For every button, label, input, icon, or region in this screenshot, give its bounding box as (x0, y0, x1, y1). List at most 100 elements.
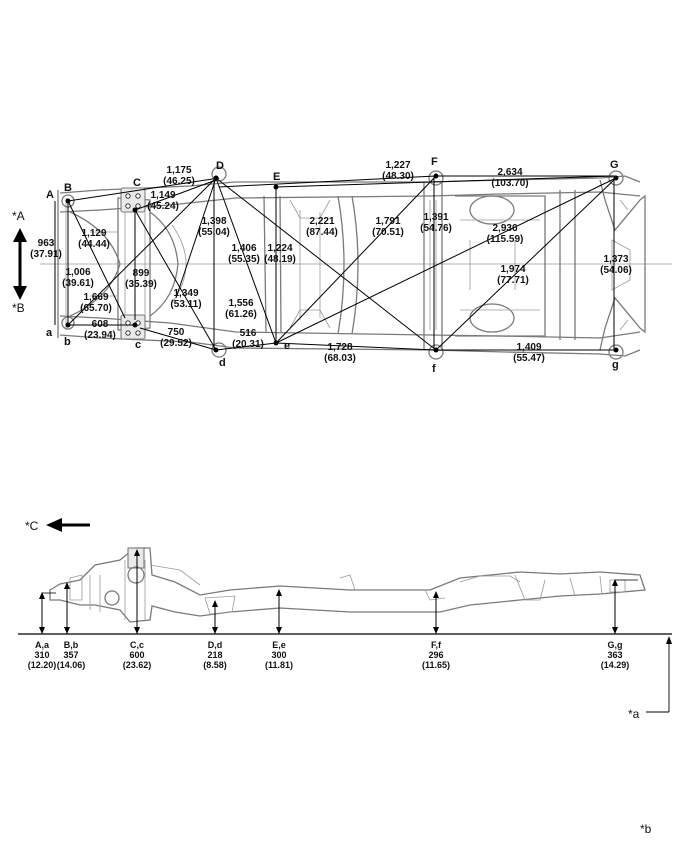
svg-text:(55.35): (55.35) (228, 254, 260, 265)
dim-1556: 1,556 (61.26) (225, 298, 257, 320)
svg-text:2,936: 2,936 (492, 223, 517, 234)
dim-1175: 1,175 (46.25) (163, 165, 195, 187)
dim-1224: 1,224 (48.19) (264, 243, 296, 265)
dim-1391: 1,391 (54.76) (420, 212, 452, 234)
svg-text:(55.47): (55.47) (513, 353, 545, 364)
svg-text:1,391: 1,391 (423, 212, 448, 223)
dim-1728: 1,728 (68.03) (324, 342, 356, 364)
svg-text:A,a: A,a (35, 640, 50, 650)
svg-text:(35.39): (35.39) (125, 279, 157, 290)
height-Dd: D,d 218 (8.58) (203, 640, 227, 670)
svg-text:1,728: 1,728 (327, 342, 352, 353)
legend-b-label: *b (640, 822, 652, 836)
dim-750: 750 (29.52) (160, 327, 192, 349)
svg-text:1,175: 1,175 (166, 165, 191, 176)
side-frame (49, 547, 646, 623)
svg-text:G,g: G,g (608, 640, 623, 650)
point-D-label: D (216, 160, 224, 172)
dim-1974: 1,974 (77.71) (497, 264, 529, 286)
svg-text:(115.59): (115.59) (487, 234, 524, 245)
svg-text:(37.91): (37.91) (30, 249, 62, 260)
legend-a-label: *a (628, 707, 640, 721)
point-f-label: f (432, 363, 436, 375)
height-Bb: B,b 357 (14.06) (57, 640, 86, 670)
svg-text:(87.44): (87.44) (306, 227, 338, 238)
svg-text:(39.61): (39.61) (62, 278, 94, 289)
dim-1669: 1,669 (65.70) (80, 292, 112, 314)
dim-1006: 1,006 (39.61) (62, 267, 94, 289)
svg-text:(48.30): (48.30) (382, 171, 414, 182)
measurement-points (65, 173, 619, 353)
dim-608: 608 (23.94) (84, 319, 116, 341)
svg-text:1,398: 1,398 (201, 216, 226, 227)
point-labels: A B C D E F G a b c d e f g (46, 156, 619, 375)
dim-1349: 1,349 (53.11) (170, 288, 201, 310)
svg-text:1,406: 1,406 (231, 243, 256, 254)
svg-text:1,006: 1,006 (65, 267, 90, 278)
point-a-label: a (46, 327, 53, 339)
dim-1227: 1,227 (48.30) (382, 160, 414, 182)
point-b-label: b (64, 336, 71, 348)
svg-text:(48.19): (48.19) (264, 254, 296, 265)
dim-899: 899 (35.39) (125, 268, 157, 290)
height-Gg: G,g 363 (14.29) (601, 640, 630, 670)
svg-text:1,129: 1,129 (81, 228, 106, 239)
height-Cc: C,c 600 (23.62) (123, 640, 152, 670)
dim-1791: 1,791 (70.51) (372, 216, 404, 238)
svg-text:(45.24): (45.24) (147, 201, 179, 212)
svg-text:600: 600 (129, 650, 144, 660)
svg-text:(23.94): (23.94) (84, 330, 116, 341)
dim-1409: 1,409 (55.47) (513, 342, 545, 364)
measurement-lines (54, 175, 617, 351)
point-F-label: F (431, 156, 438, 168)
svg-text:(11.81): (11.81) (265, 660, 293, 670)
svg-text:1,791: 1,791 (375, 216, 400, 227)
svg-text:1,409: 1,409 (516, 342, 541, 353)
legend-B-label: *B (12, 301, 25, 315)
legend-C-label: *C (25, 519, 39, 533)
svg-text:1,227: 1,227 (385, 160, 410, 171)
svg-text:516: 516 (240, 328, 257, 339)
height-Ee: E,e 300 (11.81) (265, 640, 293, 670)
svg-text:296: 296 (428, 650, 443, 660)
point-e-label: e (284, 340, 290, 352)
dim-2634: 2,634 (103.70) (491, 167, 528, 189)
svg-text:(54.06): (54.06) (600, 265, 632, 276)
svg-text:(14.06): (14.06) (57, 660, 86, 670)
point-B-label: B (64, 182, 72, 194)
svg-text:963: 963 (38, 238, 55, 249)
svg-text:310: 310 (34, 650, 49, 660)
svg-text:(54.76): (54.76) (420, 223, 452, 234)
dim-1406: 1,406 (55.35) (228, 243, 260, 265)
point-d-label: d (219, 357, 226, 369)
svg-text:(14.29): (14.29) (601, 660, 630, 670)
svg-text:(46.25): (46.25) (163, 176, 195, 187)
height-Aa: A,a 310 (12.20) (28, 640, 57, 670)
svg-text:1,149: 1,149 (150, 190, 175, 201)
side-view: *C (18, 518, 672, 836)
dim-1398: 1,398 (55.04) (198, 216, 230, 238)
svg-text:(12.20): (12.20) (28, 660, 57, 670)
svg-text:E,e: E,e (272, 640, 286, 650)
height-arrows (39, 549, 638, 634)
svg-text:(103.70): (103.70) (491, 178, 528, 189)
svg-text:750: 750 (168, 327, 185, 338)
svg-text:(11.65): (11.65) (422, 660, 450, 670)
svg-text:1,349: 1,349 (173, 288, 198, 299)
svg-text:D,d: D,d (208, 640, 223, 650)
point-G-label: G (610, 159, 619, 171)
svg-text:(8.58): (8.58) (203, 660, 227, 670)
svg-text:1,556: 1,556 (228, 298, 253, 309)
forward-arrow-icon (46, 518, 90, 532)
svg-text:F,f: F,f (431, 640, 442, 650)
dimension-labels: 963 (37.91) 1,006 (39.61) 1,129 (44.44) … (30, 160, 632, 364)
svg-text:608: 608 (92, 319, 109, 330)
svg-text:B,b: B,b (64, 640, 79, 650)
svg-text:(53.11): (53.11) (170, 299, 201, 310)
legend-A-label: *A (12, 209, 25, 223)
svg-text:899: 899 (133, 268, 150, 279)
svg-text:(20.31): (20.31) (232, 339, 264, 350)
svg-text:(68.03): (68.03) (324, 353, 356, 364)
point-E-label: E (273, 171, 280, 183)
